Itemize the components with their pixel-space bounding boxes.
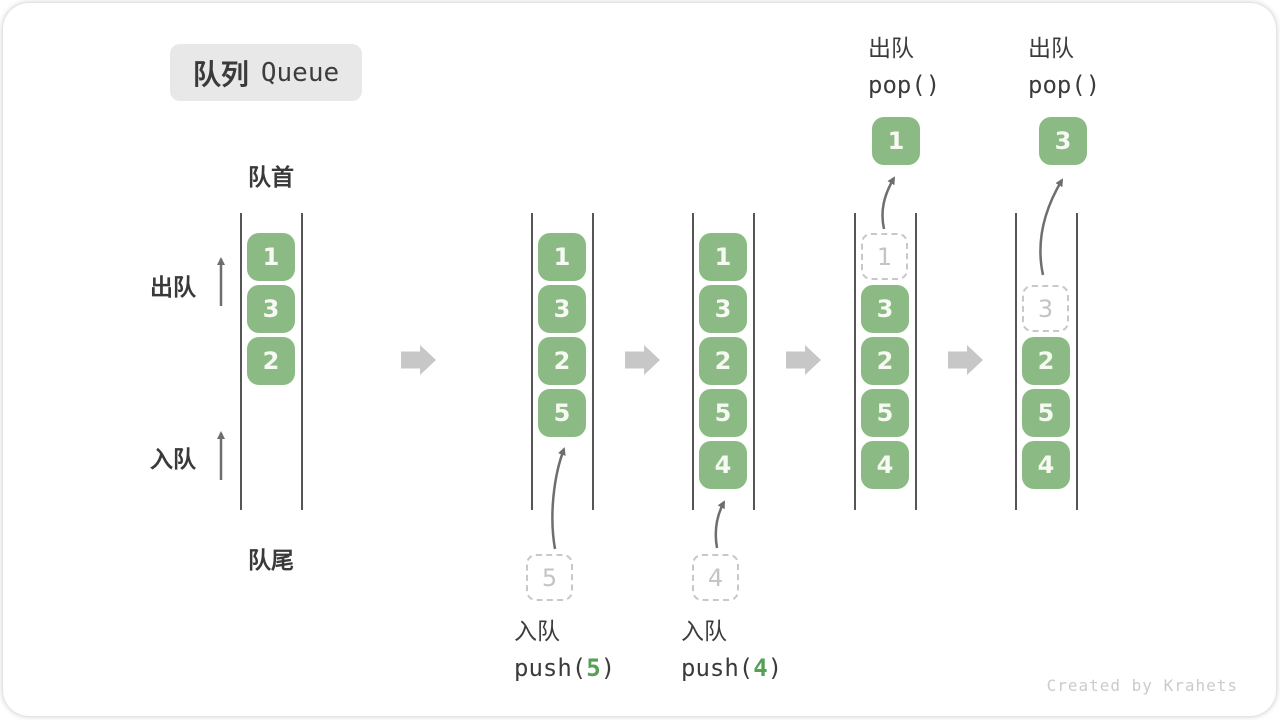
- queue-wall: [854, 213, 856, 510]
- label-enqueue: 入队: [150, 446, 196, 472]
- label-queue-rear: 队尾: [248, 547, 294, 573]
- label-queue-front: 队首: [248, 164, 294, 190]
- queue-item: 3: [861, 285, 909, 333]
- incoming-item-ghost: 5: [526, 554, 573, 601]
- queue-item: 1: [699, 233, 747, 281]
- code-post: ): [767, 654, 783, 682]
- queue-item: 5: [538, 389, 586, 437]
- enqueue-flow-arrow-icon: [714, 500, 726, 549]
- queue-item: 3: [247, 285, 295, 333]
- title-badge: 队列 Queue: [170, 44, 362, 101]
- incoming-item-ghost: 4: [692, 554, 739, 601]
- dequeue-code-text: pop(): [1028, 71, 1101, 99]
- title-zh: 队列: [192, 58, 249, 90]
- enqueue-flow-arrow-icon: [551, 447, 566, 550]
- queue-wall: [592, 213, 594, 510]
- code-pre: push(: [681, 654, 754, 682]
- queue-item: 4: [861, 441, 909, 489]
- code-pre: push(: [514, 654, 587, 682]
- queue-wall: [1015, 213, 1017, 510]
- enqueue-code-text: push(5): [514, 654, 615, 682]
- title-en: Queue: [260, 57, 340, 88]
- dequeue-flow-arrow-icon: [881, 176, 896, 230]
- arrows-overlay: [217, 176, 1064, 550]
- popped-item: 1: [872, 117, 920, 165]
- transition-arrow-icon: [786, 345, 821, 375]
- queue-item: 1: [538, 233, 586, 281]
- queue-item-ghost: 1: [861, 233, 908, 280]
- queue-item: 3: [538, 285, 586, 333]
- watermark: Created by Krahets: [1046, 676, 1238, 695]
- popped-item: 3: [1039, 117, 1087, 165]
- queue-item: 2: [1022, 337, 1070, 385]
- enqueue-code-text: push(4): [681, 654, 782, 682]
- queue-item: 5: [861, 389, 909, 437]
- dequeue-operation-label: 出队 pop(): [868, 35, 940, 99]
- label-dequeue: 出队: [150, 274, 196, 300]
- queue-item-ghost: 3: [1022, 285, 1069, 332]
- code-post: ): [600, 654, 616, 682]
- queue-item: 2: [538, 337, 586, 385]
- queue-wall: [915, 213, 917, 510]
- queue-item: 4: [699, 441, 747, 489]
- transition-arrow-icon: [625, 345, 660, 375]
- queue-item: 4: [1022, 441, 1070, 489]
- dequeue-operation-label: 出队 pop(): [1028, 35, 1100, 99]
- enqueue-action-text: 入队: [514, 618, 560, 644]
- code-arg: 5: [586, 654, 601, 682]
- enqueue-operation-label: 入队 push(4): [681, 618, 782, 682]
- queue-diagram-card: 队列 Queue 队首 队尾 出队 入队 Created by Krahets …: [3, 3, 1276, 716]
- queue-wall: [240, 213, 242, 510]
- queue-item: 3: [699, 285, 747, 333]
- enqueue-operation-label: 入队 push(5): [514, 618, 615, 682]
- dequeue-flow-arrow-icon: [1039, 178, 1064, 276]
- dequeue-code-text: pop(): [868, 71, 941, 99]
- dequeue-action-text: 出队: [1028, 35, 1074, 61]
- queue-item: 5: [1022, 389, 1070, 437]
- queue-wall: [531, 213, 533, 510]
- code-arg: 4: [753, 654, 768, 682]
- queue-item: 2: [247, 337, 295, 385]
- enqueue-action-text: 入队: [681, 618, 727, 644]
- queue-wall: [301, 213, 303, 510]
- queue-item: 1: [247, 233, 295, 281]
- queue-wall: [1076, 213, 1078, 510]
- queue-item: 5: [699, 389, 747, 437]
- queue-wall: [692, 213, 694, 510]
- queue-wall: [753, 213, 755, 510]
- transition-arrow-icon: [401, 345, 436, 375]
- queue-item: 2: [699, 337, 747, 385]
- queue-item: 2: [861, 337, 909, 385]
- transition-arrow-icon: [948, 345, 983, 375]
- dequeue-action-text: 出队: [868, 35, 914, 61]
